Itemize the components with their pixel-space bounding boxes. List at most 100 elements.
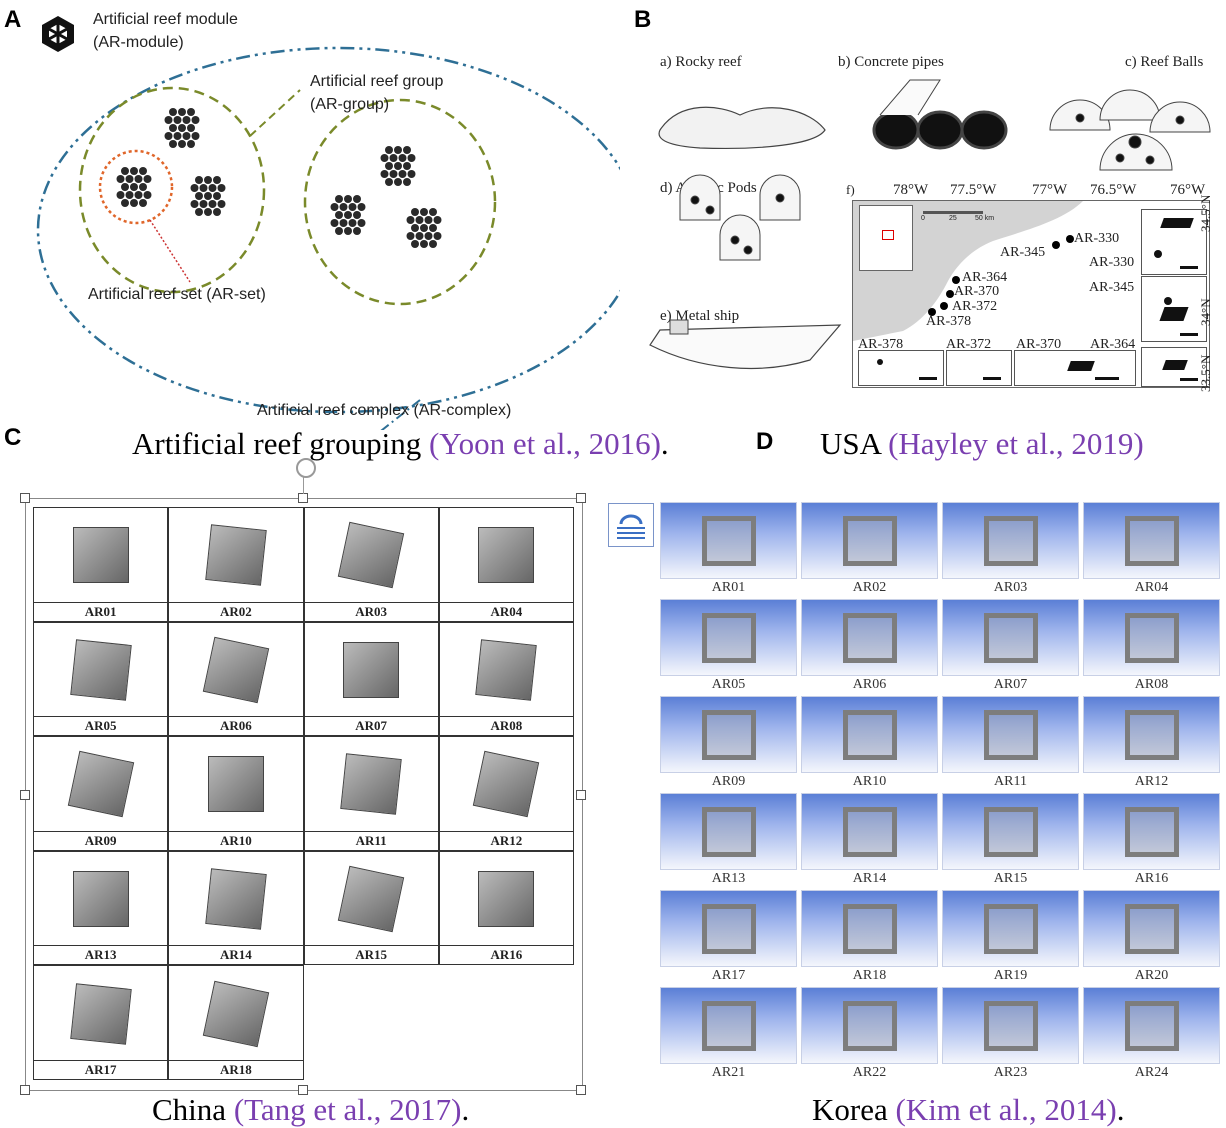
korea-reef-cell-ar14: AR14 (801, 793, 938, 888)
metal-ship-drawing (649, 324, 842, 370)
reef-structure-icon (343, 641, 400, 698)
layout-options-button[interactable] (608, 503, 654, 547)
korea-reef-code: AR08 (1134, 677, 1169, 692)
korea-reef-cell-ar02: AR02 (801, 502, 938, 597)
site-label-ar-370: AR-370 (954, 284, 1000, 299)
china-reef-code: AR05 (34, 716, 168, 735)
reef-render-tile (660, 890, 797, 967)
resize-handle-mr[interactable] (576, 790, 586, 800)
reef-structure-icon (1124, 515, 1179, 566)
reef-structure-icon (983, 515, 1038, 566)
site-dot-ar-378[interactable] (928, 308, 936, 316)
scale-25: 25 (949, 215, 957, 222)
citation-yoon[interactable]: (Yoon et al., 2016) (428, 426, 661, 461)
korea-reef-code: AR20 (1134, 968, 1169, 983)
reef-render-tile (1083, 696, 1220, 773)
resize-handle-bm[interactable] (298, 1085, 308, 1095)
reef-structure-icon (202, 980, 270, 1047)
china-reef-cell-ar10: AR10 (168, 736, 304, 851)
korea-reef-cell-ar04: AR04 (1083, 502, 1220, 597)
china-reef-cell-ar04: AR04 (438, 507, 574, 622)
reef-structure-icon (701, 1000, 756, 1051)
rotate-handle-stem (303, 476, 304, 494)
china-reef-code: AR12 (439, 830, 573, 850)
korea-reef-cell-ar15: AR15 (942, 793, 1079, 888)
ar-module-label: Artificial reef module (93, 11, 238, 28)
reef-grouping-diagram (36, 16, 620, 430)
site-dot-ar-330[interactable] (1066, 235, 1074, 243)
korea-reef-code: AR09 (711, 774, 746, 789)
reef-render-tile (942, 793, 1079, 870)
china-reef-code: AR01 (34, 601, 168, 621)
reef-structure-icon (701, 903, 756, 954)
korea-reef-cell-ar01: AR01 (660, 502, 797, 597)
resize-handle-tr[interactable] (576, 493, 586, 503)
korea-reef-code: AR14 (852, 871, 887, 886)
reef-structure-icon (983, 612, 1038, 663)
china-reef-cell-ar02: AR02 (168, 507, 304, 622)
site-dot-ar-345[interactable] (1052, 241, 1060, 249)
panel-letter-a: A (4, 6, 22, 33)
ar-group-circle-left (78, 86, 266, 294)
china-reef-code: AR02 (169, 601, 303, 621)
korea-reef-code: AR22 (852, 1065, 887, 1080)
korea-reef-code: AR05 (711, 677, 746, 692)
korea-reef-code: AR02 (852, 580, 887, 595)
reef-structure-icon (69, 639, 132, 701)
china-reef-cell-ar09: AR09 (33, 736, 169, 851)
rotate-handle[interactable] (296, 458, 316, 478)
korea-reef-cell-ar23: AR23 (942, 987, 1079, 1082)
china-reef-cell-ar16: AR16 (438, 850, 574, 966)
china-reef-cell-ar05: AR05 (33, 621, 169, 737)
ar-complex-label: Artificial reef complex (AR-complex) (257, 402, 512, 419)
china-reef-code: AR14 (169, 945, 303, 964)
reef-structure-icon (475, 639, 538, 701)
korea-reef-code: AR13 (711, 871, 746, 886)
lat-tick-2: 34°N (1198, 298, 1213, 326)
ar-group-code: (AR-group) (310, 96, 390, 113)
resize-handle-bl[interactable] (20, 1085, 30, 1095)
site-dot-ar-372[interactable] (940, 302, 948, 310)
korea-reef-code: AR16 (1134, 871, 1169, 886)
korea-reef-code: AR11 (994, 774, 1027, 789)
citation-hayley[interactable]: (Hayley et al., 2019) (888, 426, 1144, 461)
reef-structure-icon (983, 806, 1038, 857)
reef-structure-icon (983, 903, 1038, 954)
reef-render-tile (801, 502, 938, 579)
resize-handle-tl[interactable] (20, 493, 30, 503)
reef-render-tile (801, 599, 938, 676)
resize-handle-br[interactable] (576, 1085, 586, 1095)
reef-structure-icon (205, 868, 267, 930)
map-panel-label: f) (846, 182, 855, 197)
korea-reef-cell-ar03: AR03 (942, 502, 1079, 597)
china-reef-code: AR17 (34, 1059, 168, 1079)
reef-render-tile (1083, 793, 1220, 870)
inset-label-ar-364: AR-364 (1090, 337, 1136, 352)
type-concrete-pipes: b) Concrete pipes (838, 54, 944, 70)
ar-set-circle (98, 149, 174, 225)
reef-render-tile (1083, 987, 1220, 1064)
korea-reef-code: AR17 (711, 968, 746, 983)
resize-handle-ml[interactable] (20, 790, 30, 800)
citation-tang[interactable]: (Tang et al., 2017) (233, 1092, 462, 1127)
korea-reef-cell-ar10: AR10 (801, 696, 938, 791)
type-reef-balls: c) Reef Balls (1125, 54, 1204, 70)
resize-handle-tm[interactable] (298, 493, 308, 503)
site-dot-ar-364[interactable] (952, 276, 960, 284)
korea-reef-code: AR24 (1134, 1065, 1169, 1080)
reef-render-tile (1083, 599, 1220, 676)
citation-kim[interactable]: (Kim et al., 2014) (895, 1092, 1117, 1127)
site-label-ar-345: AR-345 (1000, 245, 1046, 260)
korea-reef-code: AR23 (993, 1065, 1028, 1080)
reef-structure-icon (1124, 806, 1179, 857)
panel-letter-c: C (4, 424, 22, 451)
inset-label-ar-372: AR-372 (946, 337, 992, 352)
reef-structure-icon (337, 865, 405, 933)
china-reef-code: AR11 (304, 830, 438, 850)
site-dot-ar-370[interactable] (946, 290, 954, 298)
locator-box (882, 230, 894, 240)
reef-structure-icon (1124, 903, 1179, 954)
site-label-ar-330: AR-330 (1074, 231, 1120, 246)
reef-structure-icon (842, 515, 897, 566)
reef-render-tile (942, 696, 1079, 773)
